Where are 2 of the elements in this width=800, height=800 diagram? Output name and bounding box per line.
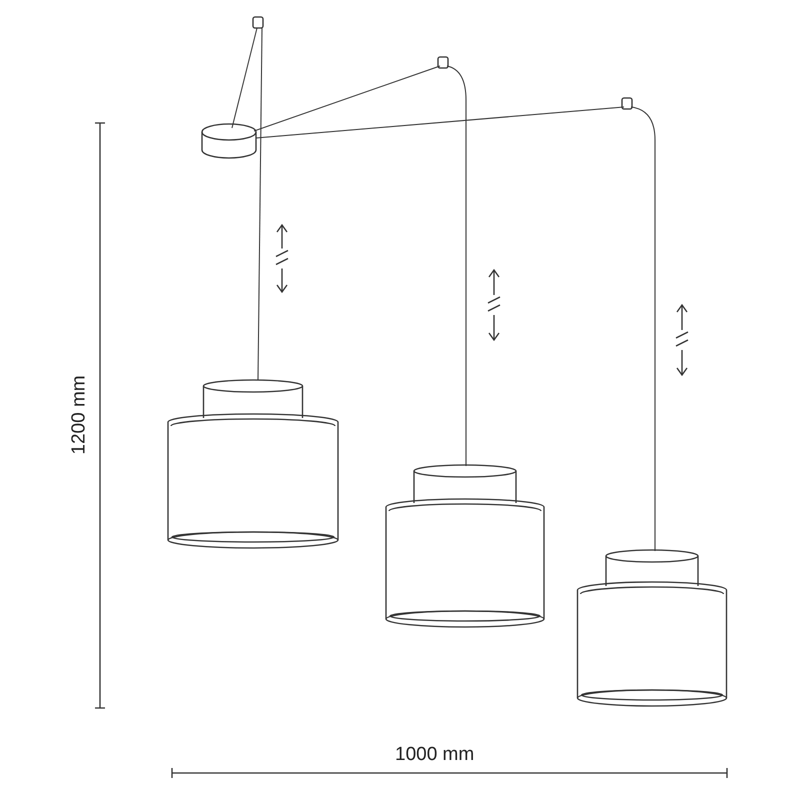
- dimension-label: 1200 mm: [68, 375, 91, 455]
- dimension-label: 1000 mm: [395, 744, 474, 766]
